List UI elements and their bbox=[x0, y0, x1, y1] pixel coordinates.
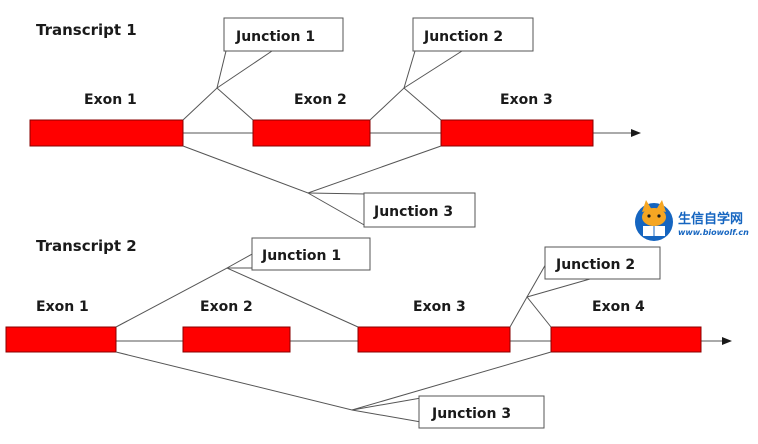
transcript-1-exon-1 bbox=[29, 119, 184, 147]
transcript-2-junction-1-callout bbox=[251, 237, 371, 271]
transcript-2-junction-2-callout bbox=[544, 246, 661, 280]
transcript-2-exon-2-label: Exon 2 bbox=[200, 299, 253, 315]
transcript-2-exon-3-label: Exon 3 bbox=[413, 299, 466, 315]
transcript-1-exon-3 bbox=[440, 119, 594, 147]
transcript-2-exon-1-label: Exon 1 bbox=[36, 299, 89, 315]
transcript-1-junction-1-callout bbox=[223, 17, 344, 52]
transcript-1-junction-1-label: Junction 1 bbox=[235, 29, 315, 45]
transcript-1-junction-3-label: Junction 3 bbox=[373, 204, 453, 220]
transcript-2-exon-1 bbox=[5, 326, 117, 353]
transcript-2-junction-3-pointer-a bbox=[351, 397, 422, 411]
transcript-2-exon-3 bbox=[357, 326, 511, 353]
transcript-1-exon-2-label: Exon 2 bbox=[294, 92, 347, 108]
transcript-1-exon-2 bbox=[252, 119, 371, 147]
transcript-1: Transcript 1 Exon 1 Exon 2 Exon 3 Juncti… bbox=[29, 17, 641, 228]
transcript-2-title: Transcript 2 bbox=[36, 237, 137, 255]
watermark: 生信自学网 www.biowolf.cn bbox=[635, 200, 749, 241]
transcript-1-junction-2-label: Junction 2 bbox=[423, 29, 503, 45]
transcript-1-junction-1-pointer-b bbox=[216, 50, 273, 89]
wolf-logo-icon bbox=[635, 200, 673, 241]
transcript-1-junction-3-arc bbox=[182, 145, 442, 194]
transcript-1-junction-3-pointer-a bbox=[307, 192, 367, 195]
transcript-2-exon-4-label: Exon 4 bbox=[592, 299, 645, 315]
transcript-1-junction-1-pointer-a bbox=[216, 50, 227, 89]
transcript-2-junction-2-pointer-b bbox=[526, 278, 591, 298]
transcript-2-junction-2-label: Junction 2 bbox=[555, 257, 635, 273]
transcript-2-junction-3-pointer-b bbox=[351, 409, 422, 423]
transcript-2-exon-2 bbox=[182, 326, 291, 353]
transcript-1-exon-1-label: Exon 1 bbox=[84, 92, 137, 108]
transcript-1-exon-3-label: Exon 3 bbox=[500, 92, 553, 108]
transcript-2-junction-3-label: Junction 3 bbox=[431, 406, 511, 422]
transcript-2-junction-1-arc bbox=[115, 267, 359, 328]
transcript-1-title: Transcript 1 bbox=[36, 21, 137, 39]
transcript-2-exon-4 bbox=[550, 326, 702, 353]
transcript-2-junction-3-callout bbox=[418, 395, 545, 429]
transcript-2-junction-1-pointer-a bbox=[226, 252, 255, 269]
transcript-1-junction-3-callout bbox=[363, 192, 476, 228]
transcript-2-junction-2-arc bbox=[509, 296, 552, 328]
transcript-1-junction-1-arc bbox=[182, 87, 254, 121]
watermark-url: www.biowolf.cn bbox=[678, 228, 749, 237]
transcript-1-junction-2-arc bbox=[369, 87, 442, 121]
transcript-1-junction-2-pointer-b bbox=[403, 50, 463, 89]
transcript-1-junction-3-pointer-b bbox=[307, 192, 367, 227]
transcript-1-junction-2-callout bbox=[412, 17, 534, 52]
transcript-1-junction-2-pointer-a bbox=[403, 50, 416, 89]
transcript-2-junction-1-label: Junction 1 bbox=[261, 248, 341, 264]
watermark-site-name: 生信自学网 bbox=[678, 211, 743, 227]
transcript-2: Transcript 2 Exon 1 Exon 2 Exon 3 Exon 4… bbox=[5, 237, 732, 429]
transcript-2-junction-2-pointer-a bbox=[526, 261, 548, 298]
